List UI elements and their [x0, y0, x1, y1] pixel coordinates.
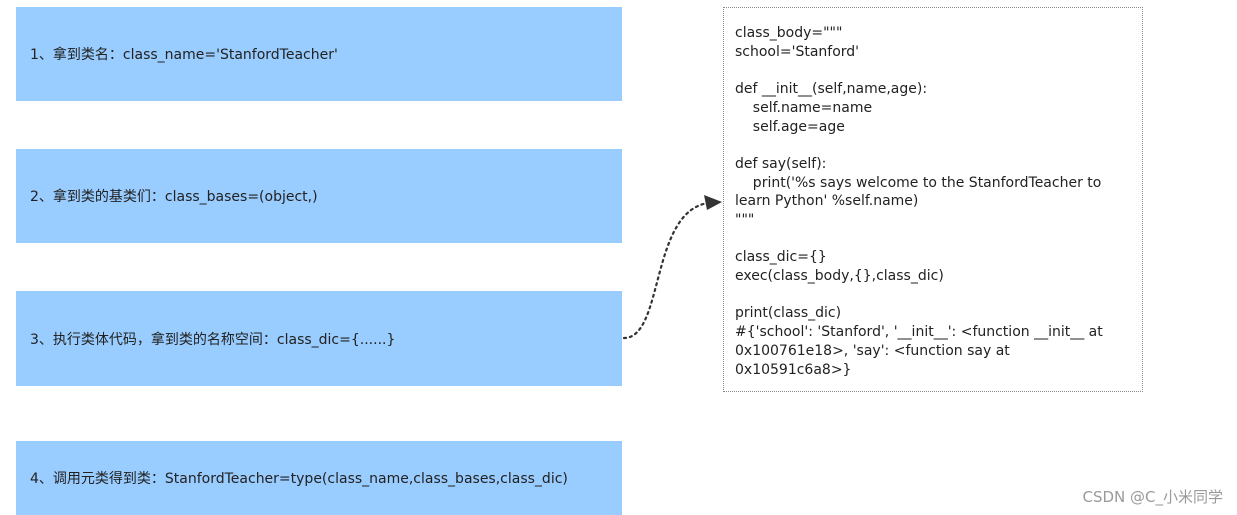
code-lines: class_body=""" school='Stanford' def __ini… [735, 24, 1130, 379]
code-line: def say(self): [735, 155, 827, 172]
code-line: school='Stanford' [735, 43, 860, 60]
code-line: self.name=name [735, 99, 873, 116]
code-line: class_body=""" [735, 25, 843, 41]
code-line: class_dic={} [735, 249, 827, 266]
step-box-call-metaclass: 4、调用元类得到类：StanfordTeacher=type(class_nam… [16, 441, 622, 515]
code-line: 0x10591c6a8>} [735, 361, 852, 378]
step-box-exec-class-body: 3、执行类体代码，拿到类的名称空间：class_dic={......} [16, 291, 622, 386]
step-text: 3、执行类体代码，拿到类的名称空间：class_dic={......} [30, 331, 396, 348]
code-line: #{'school': 'Stanford', '__init__': <fun… [735, 324, 1103, 341]
code-line [735, 61, 1130, 80]
watermark: CSDN @C_小米同学 [1082, 488, 1223, 506]
step-box-get-base-classes: 2、拿到类的基类们：class_bases=(object,) [16, 149, 622, 243]
code-line [735, 286, 1130, 305]
code-panel: class_body=""" school='Stanford' def __ini… [723, 7, 1143, 392]
arrowhead-icon [704, 195, 722, 210]
connector-curve [622, 201, 710, 340]
code-line: exec(class_body,{},class_dic) [735, 268, 944, 285]
step-box-get-class-name: 1、拿到类名：class_name='StanfordTeacher' [16, 7, 622, 101]
code-line [735, 136, 1130, 155]
step-text: 1、拿到类名：class_name='StanfordTeacher' [30, 47, 338, 63]
code-line: 0x100761e18>, 'say': <function say at [735, 342, 1010, 359]
code-line: print('%s says welcome to the StanfordTe… [735, 174, 1102, 191]
code-line: """ [735, 212, 755, 228]
step-text: 4、调用元类得到类：StanfordTeacher=type(class_nam… [30, 471, 568, 487]
code-line [735, 230, 1130, 249]
code-line: learn Python' %self.name) [735, 193, 919, 210]
code-line: def __init__(self,name,age): [735, 81, 928, 98]
code-line: self.age=age [735, 118, 845, 135]
code-line: print(class_dic) [735, 305, 842, 322]
step-text: 2、拿到类的基类们：class_bases=(object,) [30, 189, 318, 205]
